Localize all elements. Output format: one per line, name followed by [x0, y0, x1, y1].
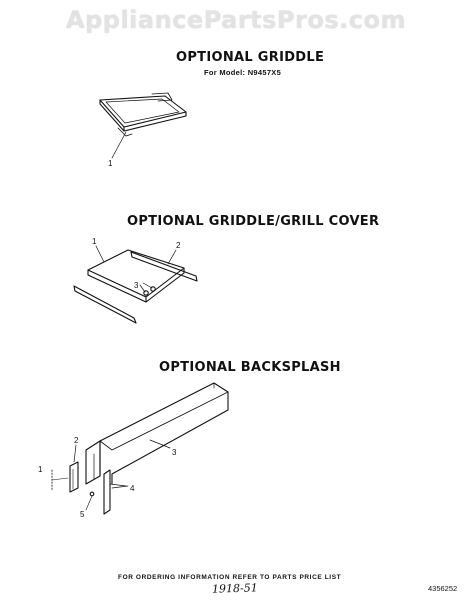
callout-cover-1: 1	[92, 237, 97, 246]
callout-cover-2: 2	[176, 241, 181, 250]
section-title-griddle-grill-cover: OPTIONAL GRIDDLE/GRILL COVER	[127, 214, 380, 229]
callout-backsplash-3: 3	[172, 448, 177, 457]
watermark: AppliancePartsPros.com	[66, 6, 406, 34]
section-title-griddle: OPTIONAL GRIDDLE	[176, 50, 325, 65]
callout-cover-3: 3	[134, 281, 139, 290]
ordering-note: FOR ORDERING INFORMATION REFER TO PARTS …	[118, 574, 342, 581]
model-subtitle: For Model: N9457X5	[204, 68, 282, 77]
callout-griddle-1: 1	[108, 159, 113, 168]
griddle-drawing	[99, 92, 187, 159]
callout-backsplash-5: 5	[80, 510, 85, 519]
backsplash-drawing	[51, 382, 229, 515]
grill-cover-drawing	[73, 245, 198, 324]
callout-backsplash-1: 1	[38, 465, 43, 474]
part-number: 4356252	[428, 584, 458, 593]
handwritten-note: 1918-51	[211, 581, 258, 596]
callout-backsplash-4: 4	[130, 484, 135, 493]
callout-backsplash-2: 2	[74, 436, 79, 445]
section-title-backsplash: OPTIONAL BACKSPLASH	[159, 360, 341, 375]
